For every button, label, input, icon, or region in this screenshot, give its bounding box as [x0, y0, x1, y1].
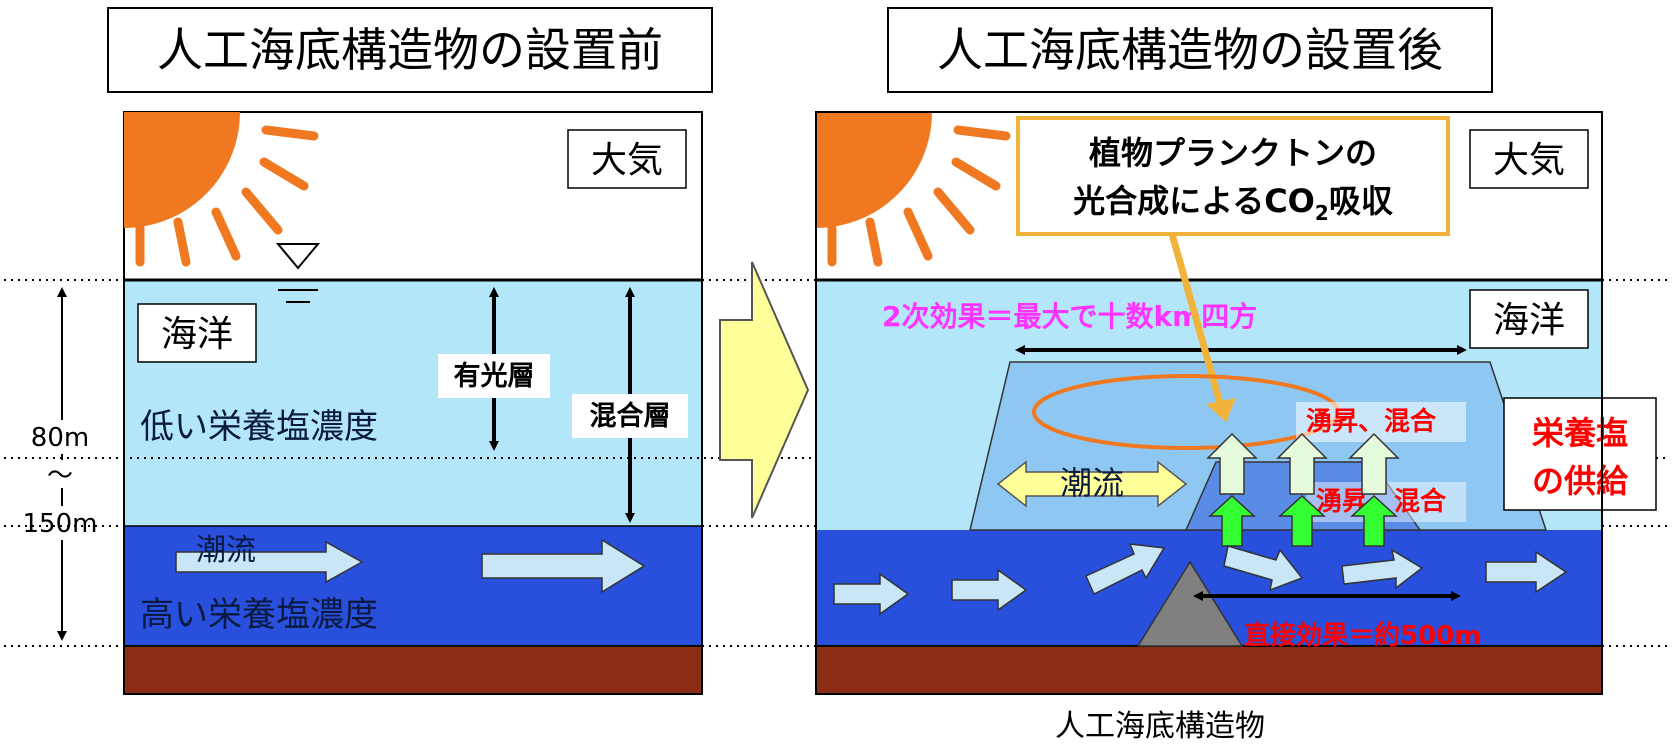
current-label-before: 潮流 — [196, 533, 256, 568]
title-before: 人工海底構造物の設置前 — [157, 23, 663, 77]
panel-before: 大気 海洋 低い栄養塩濃度 高い栄養塩濃度 有光層 混合層 潮流 — [123, 111, 703, 695]
nutrient-supply-line1: 栄養塩 — [1532, 414, 1628, 452]
depth-scale: 80m ～ 150m — [14, 287, 110, 641]
current-arrows-before — [175, 538, 646, 594]
title-before-box: 人工海底構造物の設置前 — [107, 7, 713, 93]
callout-line2: 光合成によるCO2吸収 — [1073, 182, 1393, 225]
structure-caption: 人工海底構造物 — [1055, 709, 1265, 744]
ocean-label-before: 海洋 — [161, 314, 233, 355]
transition-arrow-icon — [719, 261, 810, 519]
callout-line1: 植物プランクトンの — [1089, 134, 1377, 172]
seabed-before — [123, 645, 703, 695]
high-nutrient-label: 高い栄養塩濃度 — [140, 595, 378, 635]
callout-pointer-arrow — [1168, 233, 1226, 411]
direct-effect-label: 直接効果＝約500m — [1244, 620, 1481, 651]
low-nutrient-label: 低い栄養塩濃度 — [140, 407, 378, 447]
title-after-box: 人工海底構造物の設置後 — [887, 7, 1493, 93]
upwelling-label-upper: 湧昇、混合 — [1306, 406, 1437, 437]
atmosphere-label-before: 大気 — [591, 140, 663, 181]
depth-mid-label: ～ — [47, 461, 73, 491]
upwelling-arrows-light — [1206, 432, 1400, 495]
artificial-seabed-structure — [1136, 560, 1244, 647]
seabed-after — [816, 646, 1602, 694]
sun-icon-after — [816, 112, 1011, 267]
atmosphere-label-after: 大気 — [1493, 140, 1565, 181]
upwelling-arrows-green — [1208, 494, 1398, 547]
nutrient-supply-box — [1503, 397, 1657, 511]
nutrient-supply-line2: の供給 — [1532, 462, 1629, 500]
sun-icon — [124, 112, 319, 267]
ocean-label-after: 海洋 — [1493, 300, 1565, 341]
current-label-after: 潮流 — [1060, 464, 1124, 502]
depth-top-label: 80m — [31, 423, 89, 453]
current-arrows-after — [833, 543, 1568, 616]
euphotic-layer-label: 有光層 — [454, 361, 535, 392]
panel-after: 大気 海洋 2次効果＝最大で十数km四方 植物プランクトンの 光合成によるCO2… — [815, 111, 1657, 695]
title-after: 人工海底構造物の設置後 — [937, 23, 1443, 77]
water-level-icon — [275, 243, 321, 303]
depth-bottom-label: 150m — [23, 509, 98, 539]
mixed-layer-label: 混合層 — [590, 400, 671, 432]
photosynthesis-callout — [1016, 116, 1450, 236]
tidal-current-arrow — [996, 460, 1188, 508]
